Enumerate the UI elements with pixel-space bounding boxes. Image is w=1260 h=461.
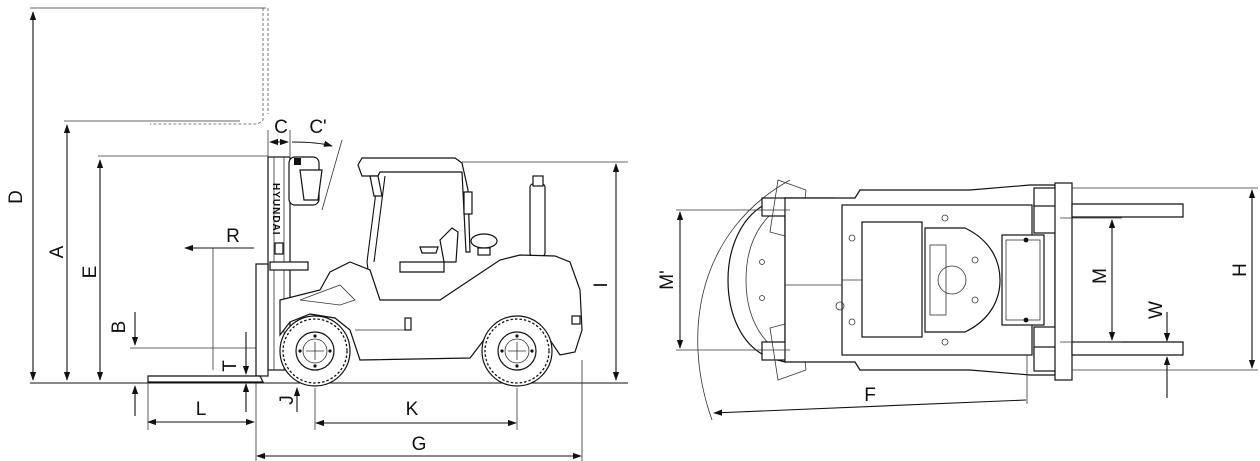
label-B: B xyxy=(109,321,130,334)
turning-arc xyxy=(697,179,791,421)
forks xyxy=(147,261,309,383)
dim-T: T xyxy=(220,332,250,412)
dim-J: J xyxy=(277,387,301,412)
label-F: F xyxy=(864,385,876,406)
truck-body xyxy=(279,254,583,361)
exhaust-pipe xyxy=(529,175,546,257)
dim-R: R xyxy=(184,226,254,370)
dim-K: K xyxy=(314,388,518,430)
fork-carriage xyxy=(1054,182,1073,381)
mast-brand-text: HYUNDAI xyxy=(270,183,281,236)
dim-G: G xyxy=(255,360,583,461)
rear-wheel xyxy=(481,315,553,387)
raised-mast-outline xyxy=(30,7,269,349)
label-G: G xyxy=(412,434,427,455)
dim-M-prime: M' xyxy=(657,209,790,351)
label-R: R xyxy=(226,226,240,247)
dim-I: I xyxy=(462,161,628,381)
label-L: L xyxy=(196,399,207,420)
dim-C: C xyxy=(267,117,291,156)
seat-steering xyxy=(399,227,498,273)
front-wheel xyxy=(279,315,351,387)
label-W: W xyxy=(1146,301,1167,319)
label-A: A xyxy=(47,245,68,258)
label-J: J xyxy=(277,395,298,405)
top-forks xyxy=(1071,203,1184,356)
dim-C-prime: C' xyxy=(291,117,343,211)
dim-B: B xyxy=(109,312,139,416)
overhead-guard xyxy=(357,157,473,301)
label-C: C xyxy=(274,117,288,138)
dim-D: D xyxy=(6,11,37,381)
label-M-prime: M' xyxy=(657,270,678,289)
label-D: D xyxy=(6,190,27,204)
dim-F: F xyxy=(713,355,1028,416)
dim-H: H xyxy=(1072,187,1258,371)
side-view: HYUNDAI xyxy=(6,7,628,461)
label-T: T xyxy=(220,360,241,372)
dim-L: L xyxy=(147,383,255,430)
label-K: K xyxy=(406,399,419,420)
label-H: H xyxy=(1230,263,1251,277)
top-view: M' M W H F xyxy=(657,179,1258,421)
dim-E: E xyxy=(80,159,104,381)
dim-M: M xyxy=(1060,217,1122,343)
counterweight xyxy=(727,197,786,363)
label-I: I xyxy=(591,282,612,287)
label-M: M xyxy=(1090,268,1111,284)
dim-A: A xyxy=(47,124,71,381)
label-E: E xyxy=(80,266,101,279)
dim-W: W xyxy=(1146,301,1171,398)
label-C-prime: C' xyxy=(309,117,326,138)
